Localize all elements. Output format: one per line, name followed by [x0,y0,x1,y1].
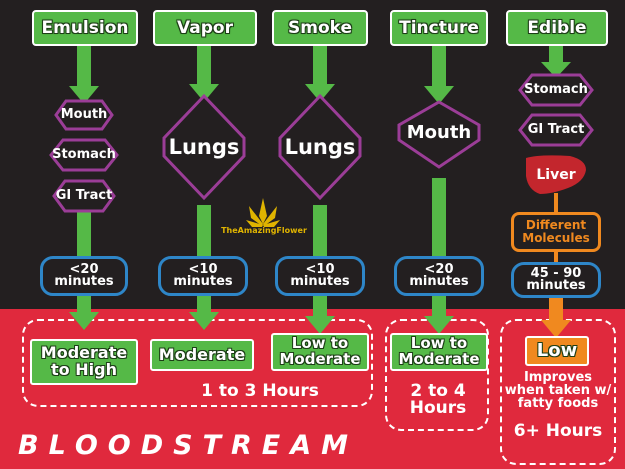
effect-vapor: Moderate [150,339,254,371]
organ-stomach-emulsion: Stomach [52,147,116,163]
onset-value: <20 [69,262,99,277]
onset-unit: minutes [173,274,233,289]
onset-unit: minutes [54,274,114,289]
bloodstream-label: BLOODSTREAM [18,430,359,461]
onset-value: <10 [305,262,335,277]
duration-1-to-3-hours: 1 to 3 Hours [201,381,319,401]
organ-mouth-emulsion: Mouth [60,107,108,123]
onset-value: <10 [188,262,218,277]
onset-unit: minutes [526,278,586,293]
header-tincture: Tincture [390,10,488,46]
onset-value: 45 - 90 [530,266,582,281]
organ-gi-tract-emulsion: GI Tract [55,188,113,204]
onset-vapor: <10 minutes [158,256,248,296]
liver-shape [526,155,586,194]
header-edible: Edible [506,10,608,46]
onset-emulsion: <20 minutes [40,256,128,296]
effect-tincture: Low to Moderate [390,333,488,371]
onset-unit: minutes [409,274,469,289]
onset-unit: minutes [290,274,350,289]
effect-smoke: Low to Moderate [271,333,369,371]
organ-lungs-smoke: Lungs [284,134,356,159]
organ-lungs-vapor: Lungs [168,134,240,159]
onset-smoke: <10 minutes [275,256,365,296]
edible-orange-arrow [541,296,571,338]
header-vapor: Vapor [153,10,257,46]
duration-edible: 6+ Hours [513,421,603,441]
arrow-heads [69,62,571,334]
onset-value: <20 [424,262,454,277]
edible-fatty-foods-note: Improves when taken w/ fatty foods [504,370,612,411]
arrow-stems [77,46,563,318]
cannabis-leaf-logo [246,198,280,227]
effect-emulsion: Moderate to High [30,339,138,385]
header-smoke: Smoke [272,10,368,46]
organ-stomach-edible: Stomach [524,82,588,98]
different-molecules-box: Different Molecules [511,212,601,252]
organ-gi-tract-edible: GI Tract [527,122,585,138]
watermark-text: TheAmazingFlower [221,226,307,235]
liver-label: Liver [536,166,576,183]
effect-edible: Low [525,336,589,366]
onset-edible: 45 - 90 minutes [511,262,601,298]
onset-tincture: <20 minutes [394,256,484,296]
organ-shapes [49,73,594,213]
header-emulsion: Emulsion [32,10,138,46]
duration-tincture: 2 to 4 Hours [409,381,467,418]
organ-mouth-tincture: Mouth [406,121,472,143]
